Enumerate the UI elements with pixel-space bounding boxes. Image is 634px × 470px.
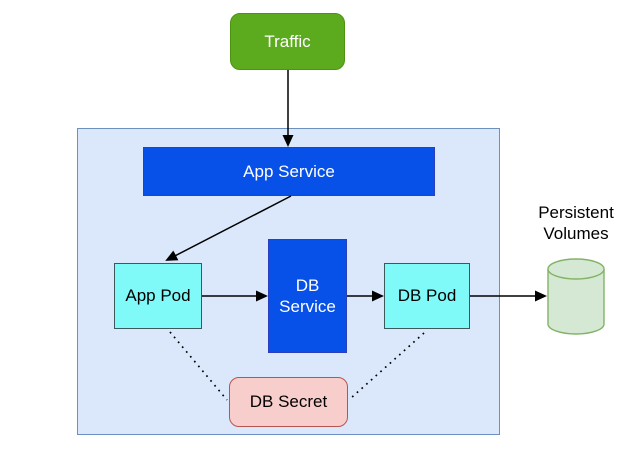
node-traffic-label: Traffic: [264, 31, 311, 51]
node-db-pod: DB Pod: [384, 263, 470, 329]
node-db-service: DB Service: [268, 239, 347, 353]
cylinder-body: [547, 269, 605, 335]
node-db-secret: DB Secret: [229, 377, 348, 427]
node-app-pod-label: App Pod: [125, 286, 191, 306]
node-db-pod-label: DB Pod: [397, 286, 457, 306]
database-cylinder-icon: [547, 258, 605, 335]
cylinder-top: [547, 258, 605, 280]
node-app-service: App Service: [143, 147, 435, 196]
node-db-secret-label: DB Secret: [249, 392, 328, 412]
node-app-pod: App Pod: [114, 263, 202, 329]
node-traffic: Traffic: [230, 13, 345, 70]
node-persistent-volumes-label: Persistent Volumes: [538, 202, 614, 243]
node-db-service-label: DB Service: [279, 275, 336, 316]
node-app-service-label: App Service: [243, 161, 335, 181]
